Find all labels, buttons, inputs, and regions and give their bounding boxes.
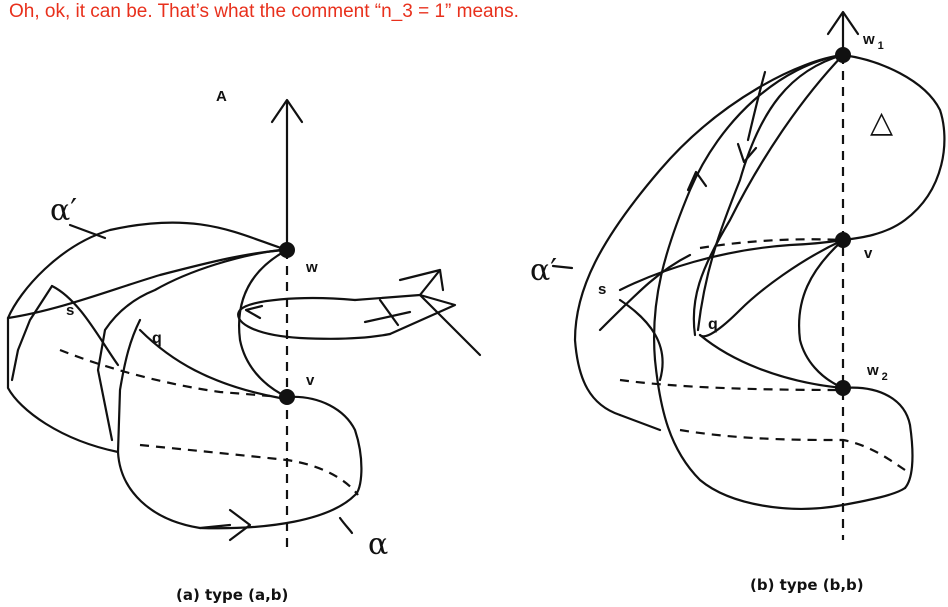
label-w-a: w <box>305 259 318 276</box>
label-v-b: v <box>864 245 873 262</box>
point-v-b <box>835 232 851 248</box>
figure-a: A <box>6 88 482 604</box>
triangle-symbol: △ <box>870 105 893 140</box>
figure-a-loop <box>237 268 482 357</box>
caption-b: (b) type (b,b) <box>750 576 864 594</box>
figure-a-axis <box>270 98 304 548</box>
label-alpha-prime-a: α′ <box>50 193 77 228</box>
caption-a: (a) type (a,b) <box>176 586 288 604</box>
figure-a-surface <box>6 221 363 542</box>
label-v-a: v <box>306 372 315 389</box>
label-alpha-prime-b: α′ <box>530 253 557 288</box>
figure-b-axis <box>826 10 860 540</box>
label-s-a: s <box>66 302 74 319</box>
label-q-b: q <box>708 316 718 333</box>
label-s-b: s <box>598 281 606 298</box>
axis-label-a: A <box>216 88 227 105</box>
label-alpha-a: α <box>368 527 388 562</box>
figure-b-surface <box>551 53 946 510</box>
annotation-text: Oh, ok, it can be. That’s what the comme… <box>9 1 519 22</box>
point-v-a <box>279 389 295 405</box>
label-q-a: q <box>152 330 162 347</box>
point-w-a <box>279 242 295 258</box>
point-w2-b <box>835 380 851 396</box>
point-w1-b <box>835 47 851 63</box>
